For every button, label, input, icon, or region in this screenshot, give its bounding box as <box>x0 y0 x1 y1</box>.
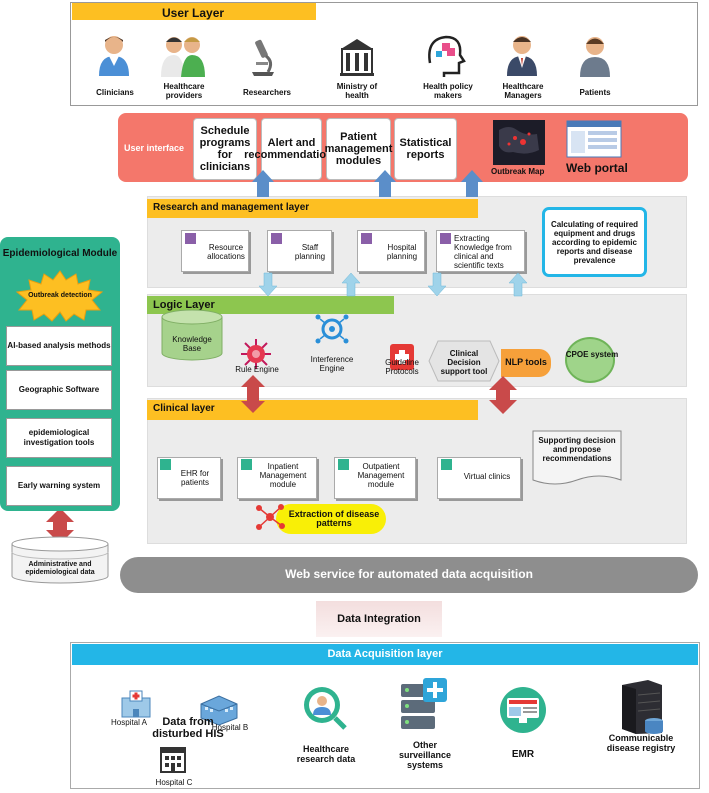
user-label-managers: Healthcare Managers <box>502 82 544 100</box>
admin-database-label: Administrative and epidemiological data <box>25 561 95 576</box>
outbreak-detection-label: Outbreak detection <box>28 292 92 299</box>
clinical-item-label: Virtual clinics <box>463 472 511 481</box>
hospital-b-label: Hospital B <box>211 723 249 732</box>
user-label-policy-makers: Health policy makers <box>423 82 473 100</box>
outbreak-detection-burst <box>16 270 104 322</box>
outbreak-map-label: Outbreak Map <box>491 167 545 176</box>
ui-card-statistical-reports[interactable]: Statistical reports <box>394 118 457 180</box>
data-acquisition-title: Data Acquisition layer <box>327 648 443 660</box>
ministry-building-icon <box>340 39 374 76</box>
research-item-label: Hospital planning <box>386 243 418 261</box>
data-acquisition-header <box>72 644 698 665</box>
research-item-marker <box>271 233 282 244</box>
epi-module-title: Epidemiological Module <box>2 248 118 259</box>
cpoe-system-circle <box>565 337 615 383</box>
source-label-surveillance: Other surveillance systems <box>398 740 452 770</box>
logic-label-interference-engine: Interference Engine <box>310 355 354 373</box>
web-service-bar <box>120 557 698 593</box>
rule-engine-virus-icon <box>241 339 271 369</box>
logic-label-guideline-protocols: Guideline Protocols <box>385 358 419 376</box>
user-interface-title: User interface <box>124 143 185 153</box>
research-item-label: Staff planning <box>294 243 326 261</box>
epi-item-investigation-tools[interactable]: epidemiological investigation tools <box>6 418 112 458</box>
user-label-ministry: Ministry of health <box>336 82 378 100</box>
extraction-label: Extraction of disease patterns <box>288 509 380 528</box>
supporting-decision-text: Supporting decision and propose recommen… <box>538 436 616 463</box>
logic-label-cpoe: CPOE system <box>565 350 619 359</box>
clinical-item-marker <box>441 459 452 470</box>
healthcare-research-icon <box>304 687 347 730</box>
clinical-item-marker <box>338 459 349 470</box>
clinical-item-marker <box>160 459 171 470</box>
clinical-item-label: Outpatient Management module <box>357 462 405 489</box>
web-portal-thumbnail[interactable] <box>566 120 622 158</box>
web-service-label: Web service for automated data acquisiti… <box>285 567 533 581</box>
source-label-registry: Communicable disease registry <box>606 733 676 753</box>
user-label-researchers: Researchers <box>242 88 292 97</box>
guideline-protocols-icon <box>390 344 414 370</box>
clinical-item-marker <box>241 459 252 470</box>
research-item-marker <box>185 233 196 244</box>
emr-monitor-icon <box>500 687 546 733</box>
research-item-marker <box>361 233 372 244</box>
logic-label-knowledge-base: Knowledge Base <box>172 335 212 353</box>
data-integration-box <box>316 601 442 637</box>
ui-card-patient-management[interactable]: Patient management modules <box>325 118 392 180</box>
policy-maker-head-icon <box>428 35 466 77</box>
research-item-label: Resource allocations <box>207 243 245 261</box>
knowledge-base-icon <box>161 309 223 361</box>
research-item-marker <box>440 233 451 244</box>
nlp-tools-badge <box>501 349 551 377</box>
research-layer-title: Research and management layer <box>147 199 478 218</box>
logic-label-clinical-decision-support: Clinical Decision support tool <box>440 349 488 376</box>
hospital-c-icon <box>160 747 186 773</box>
epi-item-early-warning[interactable]: Early warning system <box>6 466 112 506</box>
hospital-b-icon <box>200 695 238 726</box>
clinical-item-label: EHR for patients <box>180 469 210 487</box>
logic-label-nlp-tools: NLP tools <box>505 357 547 367</box>
user-label-patients: Patients <box>579 88 611 97</box>
extraction-pill <box>276 504 386 534</box>
network-pattern-icon <box>256 504 285 530</box>
data-integration-label: Data Integration <box>337 613 421 625</box>
hospital-a-label: Hospital A <box>110 718 148 727</box>
outbreak-map-thumbnail[interactable] <box>493 120 545 165</box>
admin-database-icon <box>11 536 109 584</box>
his-data-label: Data from disturbed HIS <box>152 716 224 740</box>
equipment-calculation-text: Calculating of required equipment and dr… <box>550 220 639 265</box>
logic-layer-title: Logic Layer <box>147 296 394 314</box>
research-item-label: Extracting Knowledge from clinical and s… <box>454 234 512 270</box>
clinical-decision-support-hexagon <box>428 340 500 382</box>
supporting-decision-wave-box <box>532 430 622 485</box>
ui-card-alerts[interactable]: Alert and recommendations <box>244 118 339 180</box>
microscope-icon <box>252 39 274 76</box>
user-label-healthcare-providers: Healthcare providers <box>163 82 205 100</box>
healthcare-providers-icon <box>161 37 205 77</box>
web-portal-label: Web portal <box>566 161 628 175</box>
user-layer-title: User Layer <box>72 3 316 20</box>
hospital-a-icon <box>121 690 151 718</box>
surveillance-servers-icon <box>401 678 447 729</box>
clinical-layer-title: Clinical layer <box>147 400 478 420</box>
clinician-icon <box>99 36 129 76</box>
clinical-item-outpatient[interactable] <box>334 457 416 499</box>
patient-icon <box>580 37 610 77</box>
hospital-c-label: Hospital C <box>155 778 193 787</box>
source-label-emr: EMR <box>511 749 535 760</box>
epi-item-ai-methods[interactable]: AI-based analysis methods <box>6 326 112 366</box>
ui-card-schedule[interactable]: Schedule programs for clinicians <box>193 118 257 180</box>
logic-label-rule-engine: Rule Engine <box>235 365 279 374</box>
equipment-calculation-note <box>542 207 647 277</box>
healthcare-manager-icon <box>507 36 537 76</box>
user-label-clinicians: Clinicians <box>96 88 134 97</box>
source-label-research: Healthcare research data <box>296 744 356 764</box>
interference-engine-icon <box>315 314 349 344</box>
disease-registry-server-icon <box>622 680 663 734</box>
clinical-item-label: Inpatient Management module <box>259 462 307 489</box>
epi-item-geographic-software[interactable]: Geographic Software <box>6 370 112 410</box>
